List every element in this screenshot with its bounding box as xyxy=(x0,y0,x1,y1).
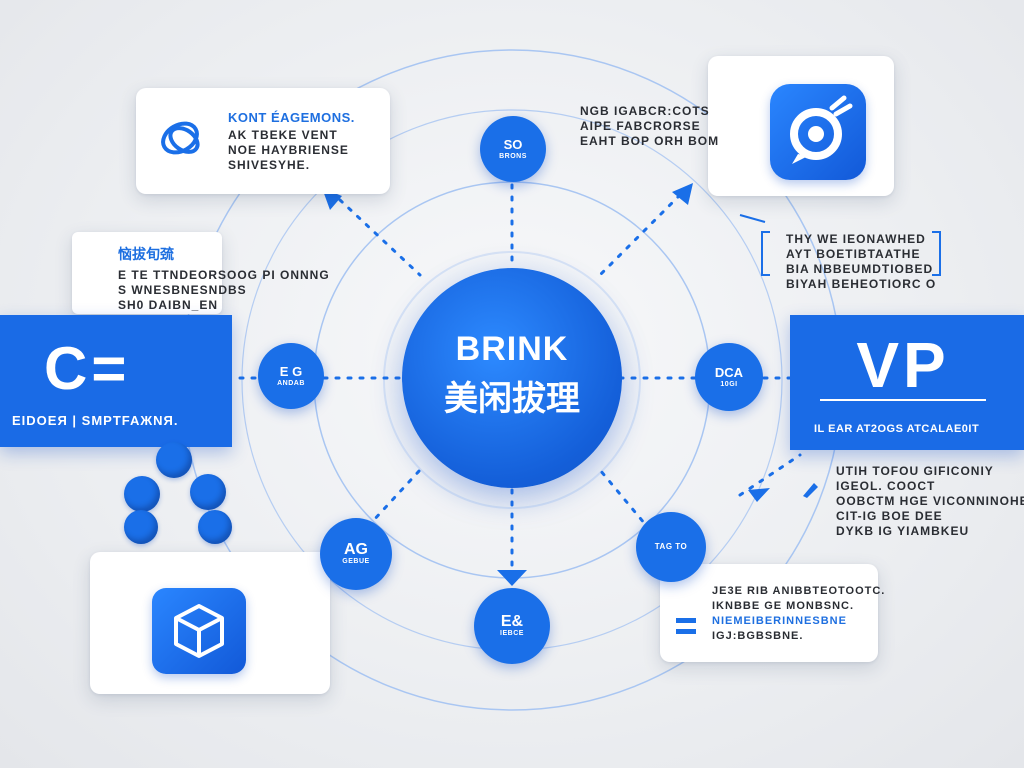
top-left-card-line-2: NOE HAYBRIENSE xyxy=(228,143,349,157)
dot-cluster-bottom-right xyxy=(198,510,232,544)
left-banner[interactable]: C= EIDOEЯ | SMPTFAЖNЯ. xyxy=(0,315,232,447)
right-mid-line-1: UTIH TOFOU GIFICONIY xyxy=(836,464,994,478)
top-right-card[interactable] xyxy=(708,56,894,196)
right-mid-line-4: CIT-IG BOE DEE xyxy=(836,509,943,523)
right-text-line-4: BIYAH BEHEOTIORC O xyxy=(786,277,937,291)
top-left-card[interactable]: KONT ÉAGEMONS. AK TBEKE VENT NOE HAYBRIE… xyxy=(136,88,390,194)
node-right-sub: 10GI xyxy=(720,380,738,388)
left-banner-big: C= xyxy=(44,335,131,402)
plug-icon xyxy=(676,618,696,634)
node-bottom[interactable]: E& IEBCE xyxy=(474,588,550,664)
top-left-card-line-1: AK TBEKE VENT xyxy=(228,128,338,142)
node-left-label: E G xyxy=(279,363,303,379)
node-left[interactable]: E G ANDAB xyxy=(258,343,324,409)
top-right-line-2: AIPE FABCRORSE xyxy=(580,119,701,133)
link-knot-icon xyxy=(161,121,200,155)
right-mid-line-2: IGEOL. COOCT xyxy=(836,479,936,493)
center-hub[interactable]: BRINK 美闲拔理 xyxy=(402,268,622,488)
node-bottom-sub: IEBCE xyxy=(500,629,524,637)
chat-bubble-icon xyxy=(770,84,866,180)
node-right[interactable]: DCA 10GI xyxy=(695,343,763,411)
left-card-title: 恼拔旬巯 xyxy=(118,246,174,262)
bottom-left-card[interactable] xyxy=(90,552,330,694)
right-banner-big: VP xyxy=(856,329,950,401)
node-left-sub: ANDAB xyxy=(277,379,305,387)
node-bottom-right[interactable]: TAG TO xyxy=(636,512,706,582)
left-card-line-1: E TE TTNDEORSOOG PI ONNNG xyxy=(118,268,330,282)
left-card-line-2: S WNESBNESNDBS xyxy=(118,283,247,297)
node-top-sub: BRONS xyxy=(499,152,527,160)
bottom-right-line-1: JE3E RIB ANIBBTEOTOOTC. xyxy=(712,585,886,597)
right-banner-caption: IL EAR AT2OGS ATCALAE0IT xyxy=(814,423,980,435)
node-bottom-label: E& xyxy=(500,612,524,630)
left-card[interactable] xyxy=(72,232,222,314)
bottom-right-line-4: IGJ:BGBSBNE. xyxy=(712,630,804,642)
center-subtitle: 美闲拔理 xyxy=(444,380,580,418)
node-bottom-left[interactable]: AG GEBUE xyxy=(320,518,392,590)
node-bottom-right-sub: TAG TO xyxy=(654,542,688,551)
top-right-line-1: NGB IGABCR:COTS xyxy=(580,104,710,118)
cube-icon xyxy=(152,588,246,674)
center-title: BRINK xyxy=(455,330,569,368)
node-bottom-left-label: AG xyxy=(344,540,368,558)
top-right-line-3: EAHT BOP ORH BOM xyxy=(580,134,720,148)
right-text-line-1: THY WE IEONAWHED xyxy=(786,232,926,246)
right-mid-line-5: DYKB IG YIAMBKEU xyxy=(836,524,970,538)
dot-cluster-bottom-left xyxy=(124,510,158,544)
bottom-right-line-2: IKNBBE GE MONBSNC. xyxy=(712,600,855,612)
right-mid-line-3: OOBCTM HGE VICONNINOHE xyxy=(836,494,1024,508)
node-right-label: DCA xyxy=(714,364,744,380)
left-card-line-3: SH0 DAIBN_EN xyxy=(118,298,219,312)
dot-cluster-top xyxy=(156,442,192,478)
left-banner-caption: EIDOEЯ | SMPTFAЖNЯ. xyxy=(12,413,179,428)
pencil-icon xyxy=(803,483,818,498)
bottom-right-line-3: NIEMEIBERINNESBNE xyxy=(712,615,847,627)
top-left-card-title: KONT ÉAGEMONS. xyxy=(228,110,355,125)
node-top[interactable]: SO BRONS xyxy=(480,116,546,182)
node-top-label: SO xyxy=(503,136,523,152)
right-text-line-3: BIA NBBEUMDTIOBED xyxy=(786,262,934,276)
bottom-right-card[interactable]: JE3E RIB ANIBBTEOTOOTC. IKNBBE GE MONBSN… xyxy=(660,564,884,662)
right-banner[interactable]: VP IL EAR AT2OGS ATCALAE0IT xyxy=(790,315,1024,450)
dot-cluster-right xyxy=(190,474,226,510)
top-left-card-line-3: SHIVESYHE. xyxy=(228,158,311,172)
right-text-line-2: AYT BOETIBTAATHE xyxy=(786,247,921,261)
node-bottom-left-sub: GEBUE xyxy=(342,557,370,565)
dot-cluster-left xyxy=(124,476,160,512)
